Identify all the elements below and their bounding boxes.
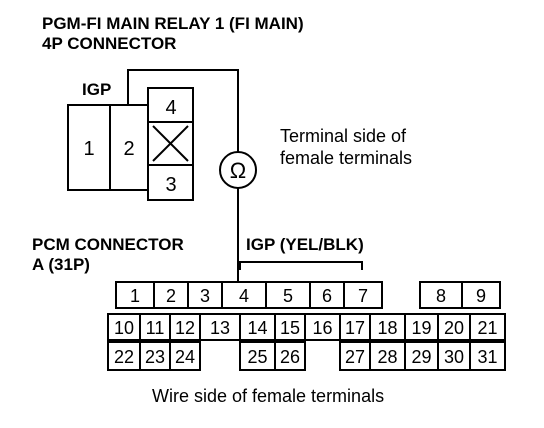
pcm-terminal-24: 24 [175,347,195,367]
pcm-terminal-26: 26 [280,347,300,367]
relay-title-line1: PGM-FI MAIN RELAY 1 (FI MAIN) [42,14,304,33]
pcm-terminal-15: 15 [280,318,300,338]
pcm-terminal-14: 14 [247,318,267,338]
pcm-terminal-28-cell [369,341,406,371]
pcm-terminal-17: 17 [345,318,365,338]
relay-terminal-1: 1 [83,138,94,160]
terminal-side-note-line1: Terminal side of [280,126,407,146]
pcm-terminal-1: 1 [130,286,140,306]
pcm-terminal-26-cell [274,341,306,371]
ohmmeter-symbol: Ω [230,158,246,183]
pcm-title-line1: PCM CONNECTOR [32,235,184,254]
relay-terminal-2: 2 [123,138,134,160]
wire-side-note: Wire side of female terminals [152,386,384,406]
relay-terminal-4: 4 [165,97,176,119]
pcm-terminal-8: 8 [436,286,446,306]
pcm-terminal-7: 7 [358,286,368,306]
pcm-terminal-2: 2 [166,286,176,306]
pcm-terminal-4: 4 [239,286,249,306]
pcm-terminal-4-cell [221,281,267,309]
pcm-terminal-2-cell [153,281,189,309]
pcm-terminal-22-cell [107,341,141,371]
pcm-terminal-11-cell [139,313,171,341]
pcm-terminal-30: 30 [444,347,464,367]
pcm-terminal-25-cell [239,341,276,371]
pcm-terminal-9: 9 [476,286,486,306]
relay-title-line2: 4P CONNECTOR [42,34,176,53]
pcm-terminal-7-cell [343,281,383,309]
ohmmeter-icon [219,151,257,189]
pcm-terminal-13: 13 [210,318,230,338]
pcm-terminal-12-cell [169,313,201,341]
pcm-terminal-24-cell [169,341,201,371]
pcm-terminal-21-cell [469,313,506,341]
pcm-terminal-27-cell [339,341,371,371]
pcm-terminal-31-cell [469,341,506,371]
pcm-terminal-16: 16 [312,318,332,338]
pcm-terminal-19-cell [404,313,439,341]
pcm-terminal-6: 6 [322,286,332,306]
pcm-terminal-10-cell [107,313,141,341]
pcm-wire-label: IGP (YEL/BLK) [246,235,364,254]
pcm-terminal-9-cell [461,281,501,309]
pcm-terminal-18: 18 [377,318,397,338]
pcm-terminal-5-cell [265,281,311,309]
terminal-side-note-line2: female terminals [280,148,412,168]
pcm-terminal-14-cell [239,313,276,341]
pcm-title-line2: A (31P) [32,255,90,274]
pcm-terminal-3-cell [187,281,223,309]
pcm-terminal-28: 28 [377,347,397,367]
relay-terminal-3: 3 [165,174,176,196]
test-wiring [127,69,363,285]
pcm-terminal-20-cell [437,313,471,341]
relay-4p-connector [67,87,194,201]
relay-igp-label: IGP [82,80,111,99]
pcm-terminal-18-cell [369,313,406,341]
pcm-terminal-10: 10 [114,318,134,338]
pcm-terminal-29-cell [404,341,439,371]
pcm-terminal-12: 12 [175,318,195,338]
pcm-terminal-3: 3 [200,286,210,306]
pcm-terminal-19: 19 [411,318,431,338]
pcm-terminal-22: 22 [114,347,134,367]
pcm-terminal-31: 31 [477,347,497,367]
pcm-terminal-13-cell [199,313,241,341]
pcm-terminal-29: 29 [411,347,431,367]
pcm-terminal-27: 27 [345,347,365,367]
pcm-terminal-20: 20 [444,318,464,338]
pcm-terminal-25: 25 [247,347,267,367]
pcm-terminal-11: 11 [146,318,165,338]
pcm-terminal-5: 5 [283,286,293,306]
pcm-terminal-21: 21 [477,318,497,338]
pcm-terminal-17-cell [339,313,371,341]
pcm-terminal-15-cell [274,313,306,341]
pcm-terminal-23: 23 [145,347,165,367]
